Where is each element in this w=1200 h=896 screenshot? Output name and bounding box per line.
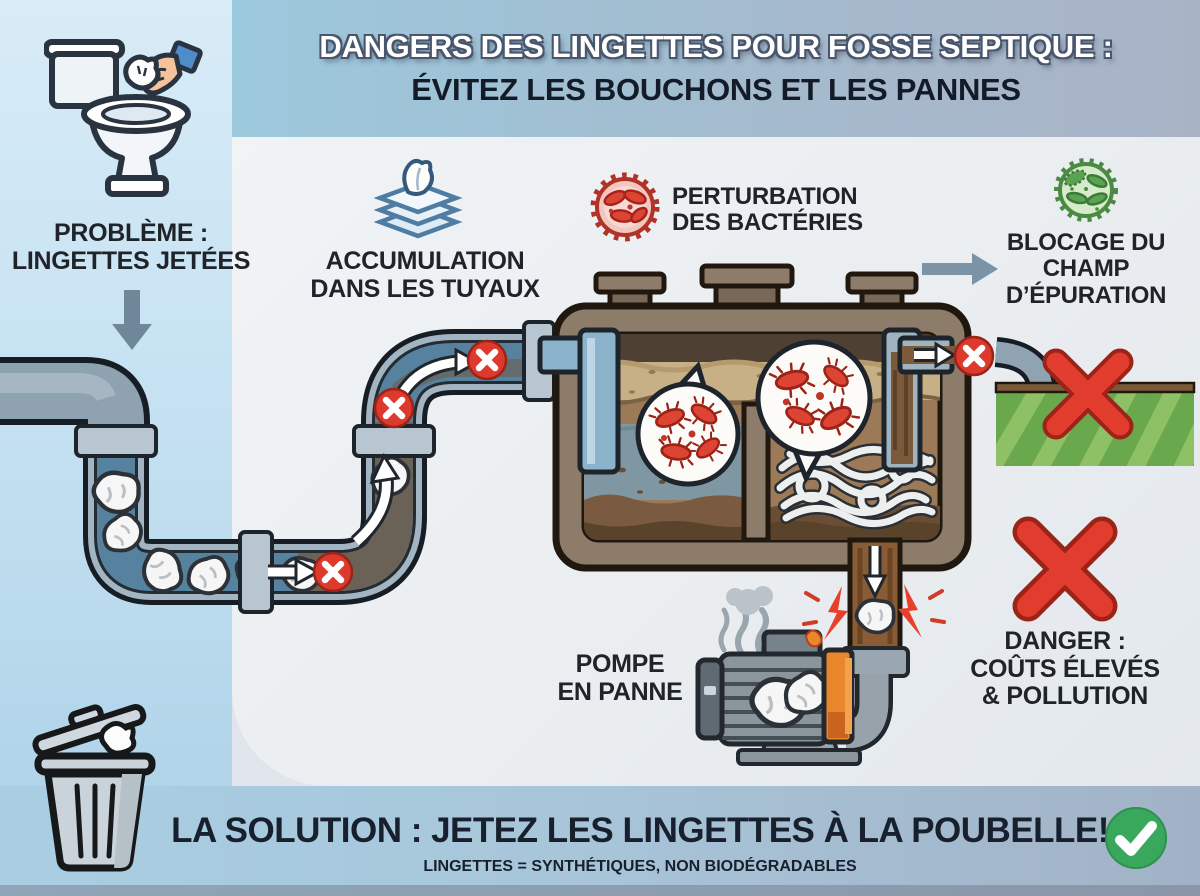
danger-line3: & POLLUTION bbox=[981, 682, 1149, 710]
blocage-line3: D’ÉPURATION bbox=[1005, 281, 1167, 309]
solution-note: LINGETTES = SYNTHÉTIQUES, NON BIODÉGRADA… bbox=[423, 858, 857, 875]
blocage-line1: BLOCAGE DU bbox=[1006, 229, 1166, 256]
pump-label: POMPE EN PANNE bbox=[530, 650, 710, 706]
pipe-coupling bbox=[74, 320, 556, 614]
main-title: DANGERS DES LINGETTES POUR FOSSE SEPTIQU… bbox=[319, 29, 1113, 64]
accumulation-label: ACCUMULATION DANS LES TUYAUX bbox=[294, 247, 556, 303]
accumulation-line2: DANS LES TUYAUX bbox=[310, 274, 540, 303]
tank-bottom-outlet bbox=[847, 537, 903, 655]
red-x-badge-icon bbox=[314, 553, 352, 591]
blocage-label: BLOCAGE DU CHAMP D’ÉPURATION bbox=[976, 229, 1196, 309]
green-bacteria-icon bbox=[1054, 158, 1118, 222]
down-arrow bbox=[112, 290, 152, 350]
perturbation-label: PERTURBATION DES BACTÉRIES bbox=[672, 183, 902, 237]
danger-x-mark bbox=[1012, 516, 1118, 622]
subtitle: ÉVITEZ LES BOUCHONS ET LES PANNES bbox=[411, 72, 1021, 107]
red-x-badge-icon bbox=[468, 341, 506, 379]
header-band-background bbox=[232, 0, 1200, 137]
bottom-band-background bbox=[0, 786, 1200, 896]
accumulation-line1: ACCUMULATION bbox=[325, 247, 525, 275]
drain-field bbox=[994, 348, 1196, 466]
perturbation-line2: DES BACTÉRIES bbox=[672, 209, 863, 237]
bottom-edge-strip bbox=[0, 885, 1200, 896]
septic-tank bbox=[537, 263, 972, 655]
danger-line2: COÛTS ÉLEVÉS bbox=[970, 654, 1160, 683]
smoke bbox=[718, 586, 773, 659]
problem-label: PROBLÈME : LINGETTES JETÉES bbox=[0, 219, 262, 275]
perturbation-line1: PERTURBATION bbox=[672, 183, 858, 210]
blocage-line2: CHAMP bbox=[1042, 255, 1130, 283]
lightning-bolt-icon bbox=[802, 584, 946, 640]
problem-line1: PROBLÈME : bbox=[54, 219, 208, 247]
solution-headline: LA SOLUTION : JETEZ LES LINGETTES À LA P… bbox=[171, 811, 1109, 850]
check-circle-icon bbox=[1105, 807, 1167, 869]
pump-line2: EN PANNE bbox=[557, 677, 683, 706]
flow-arrow bbox=[268, 347, 482, 587]
red-x-badge-icon bbox=[955, 337, 993, 375]
red-bacteria-icon bbox=[590, 172, 660, 242]
failed-pump bbox=[695, 584, 946, 766]
tank-outlet-pipe bbox=[881, 327, 958, 473]
right-arrow bbox=[922, 253, 998, 285]
bacteria-callout bbox=[755, 339, 873, 484]
wipes-stack-icon bbox=[373, 158, 463, 239]
pump-line1: POMPE bbox=[575, 650, 665, 678]
red-x-badge-icon bbox=[375, 389, 413, 427]
field-x-mark bbox=[1042, 348, 1134, 440]
trash-can-icon bbox=[32, 704, 156, 872]
drain-pipe bbox=[0, 320, 562, 614]
tank-inlet-pipe bbox=[537, 327, 621, 475]
danger-line1: DANGER : bbox=[1004, 627, 1126, 655]
danger-label: DANGER : COÛTS ÉLEVÉS & POLLUTION bbox=[945, 627, 1185, 711]
problem-line2: LINGETTES JETÉES bbox=[11, 246, 251, 275]
toilet-wipe-icon bbox=[44, 39, 203, 197]
bacteria-callout bbox=[635, 361, 741, 487]
